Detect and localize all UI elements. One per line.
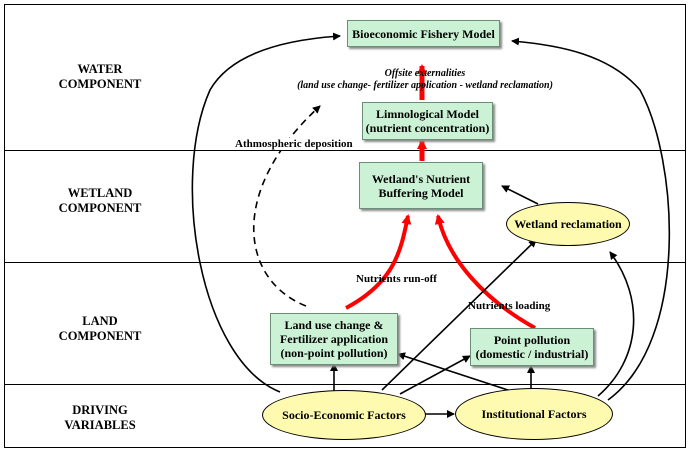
red-arrow-runoff: [345, 214, 412, 310]
zone-land-line1: LAND: [82, 314, 118, 328]
arrow-institutional-to-reclamation: [597, 251, 635, 397]
zone-driving-label: DRIVING VARIABLES: [10, 403, 190, 433]
node-wetland-line1: Wetland's Nutrient: [371, 171, 471, 186]
label-nutrients-loading: Nutrients loading: [468, 300, 551, 312]
node-wetland-buffering-model: Wetland's Nutrient Buffering Model: [359, 162, 483, 209]
arrow-institutional-to-landuse: [397, 352, 515, 393]
divider-wetland-land: [4, 262, 686, 263]
zone-wetland-line1: WETLAND: [67, 186, 133, 200]
zone-driving-line2: VARIABLES: [64, 418, 136, 432]
diagram-frame: [4, 4, 686, 448]
divider-land-driving: [4, 384, 686, 385]
node-land-use-change: Land use change & Fertilizer application…: [270, 313, 398, 365]
zone-water-label: WATER COMPONENT: [10, 62, 190, 92]
zone-water-line2: COMPONENT: [58, 77, 142, 91]
zone-driving-line1: DRIVING: [72, 403, 128, 417]
node-land-use-line1: Land use change &: [284, 318, 384, 332]
node-land-use-line2: Fertilizer application: [279, 332, 389, 346]
node-wetland-reclamation-text: Wetland reclamation: [514, 216, 622, 231]
offsite-title: Offsite externalities: [384, 68, 466, 79]
arrow-socio-to-point: [399, 355, 471, 395]
node-limnological-line2: (nutrient concentration): [365, 121, 490, 135]
divider-water-wetland: [4, 150, 686, 151]
node-limnological-model: Limnological Model (nutrient concentrati…: [362, 102, 493, 140]
node-limnological-line1: Limnological Model: [376, 107, 479, 121]
arrow-institutional-to-fishery: [511, 37, 671, 401]
zone-land-label: LAND COMPONENT: [10, 314, 190, 344]
arrow-socio-to-fishery: [191, 32, 341, 393]
zone-wetland-label: WETLAND COMPONENT: [10, 186, 190, 216]
node-fishery-model: Bioeconomic Fishery Model: [347, 20, 500, 47]
node-point-line2: (domestic / industrial): [475, 347, 589, 361]
arrow-reclamation-to-wetland: [501, 185, 539, 205]
node-fishery-text: Bioeconomic Fishery Model: [352, 26, 495, 41]
node-socio-economic: Socio-Economic Factors: [262, 390, 426, 440]
offsite-externalities-label: Offsite externalities (land use change- …: [290, 68, 560, 92]
label-nutrients-runoff: Nutrients run-off: [356, 273, 437, 285]
dashed-arrow-atmospheric: [253, 105, 321, 307]
node-point-pollution: Point pollution (domestic / industrial): [470, 328, 594, 366]
node-institutional: Institutional Factors: [455, 388, 613, 440]
zone-wetland-line2: COMPONENT: [58, 201, 142, 215]
node-wetland-line2: Buffering Model: [378, 185, 464, 200]
node-point-line1: Point pollution: [493, 333, 571, 347]
node-wetland-reclamation: Wetland reclamation: [506, 202, 630, 246]
node-land-use-line3: (non-point pollution): [280, 346, 388, 360]
zone-water-line1: WATER: [77, 62, 123, 76]
arrow-socio-to-reclamation: [381, 239, 537, 391]
red-arrow-loading: [434, 214, 536, 330]
node-socio-text: Socio-Economic Factors: [282, 407, 406, 422]
node-institutional-text: Institutional Factors: [481, 406, 587, 421]
label-atmospheric-deposition: Athmospheric deposition: [234, 138, 354, 150]
offsite-detail: (land use change- fertilizer application…: [297, 80, 553, 91]
zone-land-line2: COMPONENT: [58, 329, 142, 343]
